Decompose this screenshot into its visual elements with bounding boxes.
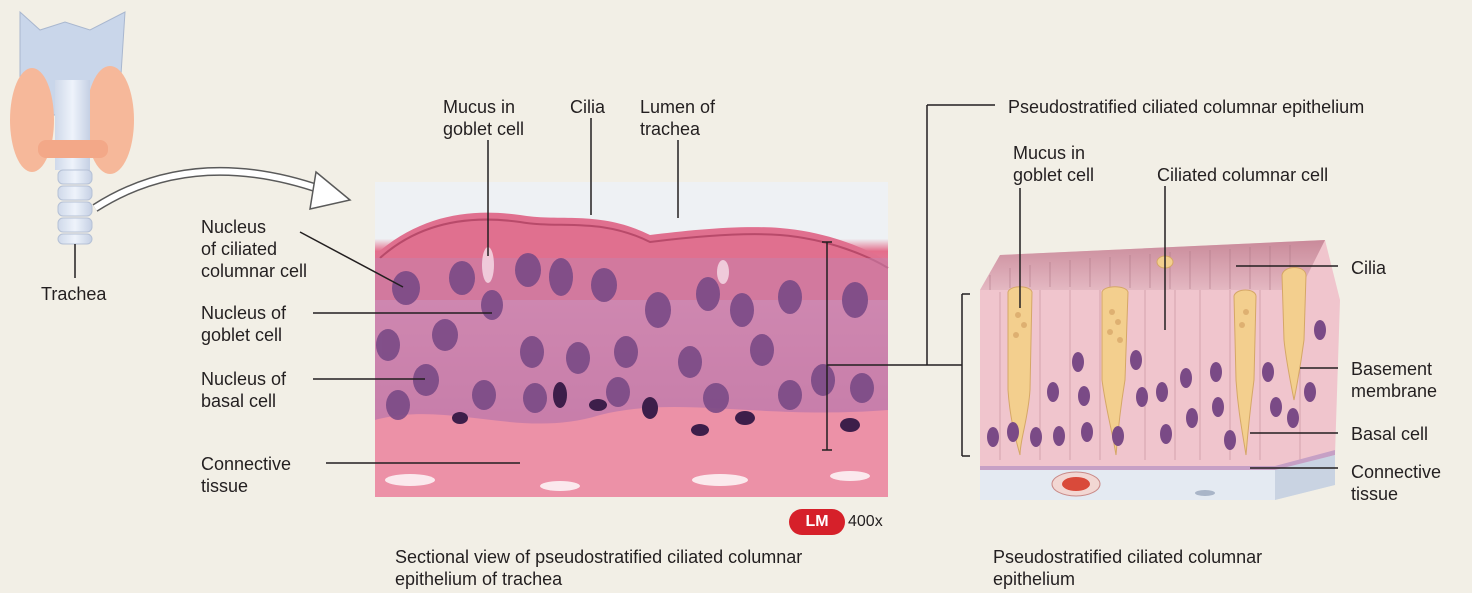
label-mucus-left: Mucus in goblet cell [443,96,524,140]
label-ciliated-cell: Ciliated columnar cell [1157,164,1328,186]
label-connective-right: Connective tissue [1351,461,1441,505]
label-nucleus-basal: Nucleus of basal cell [201,368,286,412]
larynx-illustration [10,12,134,278]
blood-vessel [1052,472,1100,496]
label-basal-cell: Basal cell [1351,423,1428,445]
pointer-arrow [95,171,350,209]
label-connective-left: Connective tissue [201,453,291,497]
label-cilia-right: Cilia [1351,257,1386,279]
label-basement-membrane: Basement membrane [1351,358,1437,402]
epithelium-block [980,240,1340,500]
lm-badge: LM [789,509,845,535]
label-lumen: Lumen of trachea [640,96,715,140]
label-pseudo-header: Pseudostratified ciliated columnar epith… [1008,96,1364,118]
caption-right: Pseudostratified ciliated columnar epith… [993,546,1262,590]
micrograph [375,182,888,497]
caption-left: Sectional view of pseudostratified cilia… [395,546,802,590]
label-nucleus-ciliated: Nucleus of ciliated columnar cell [201,216,307,282]
label-nucleus-goblet: Nucleus of goblet cell [201,302,286,346]
label-trachea: Trachea [41,283,106,305]
label-mucus-right: Mucus in goblet cell [1013,142,1094,186]
label-cilia-top: Cilia [570,96,605,118]
magnification-label: 400x [848,512,883,532]
